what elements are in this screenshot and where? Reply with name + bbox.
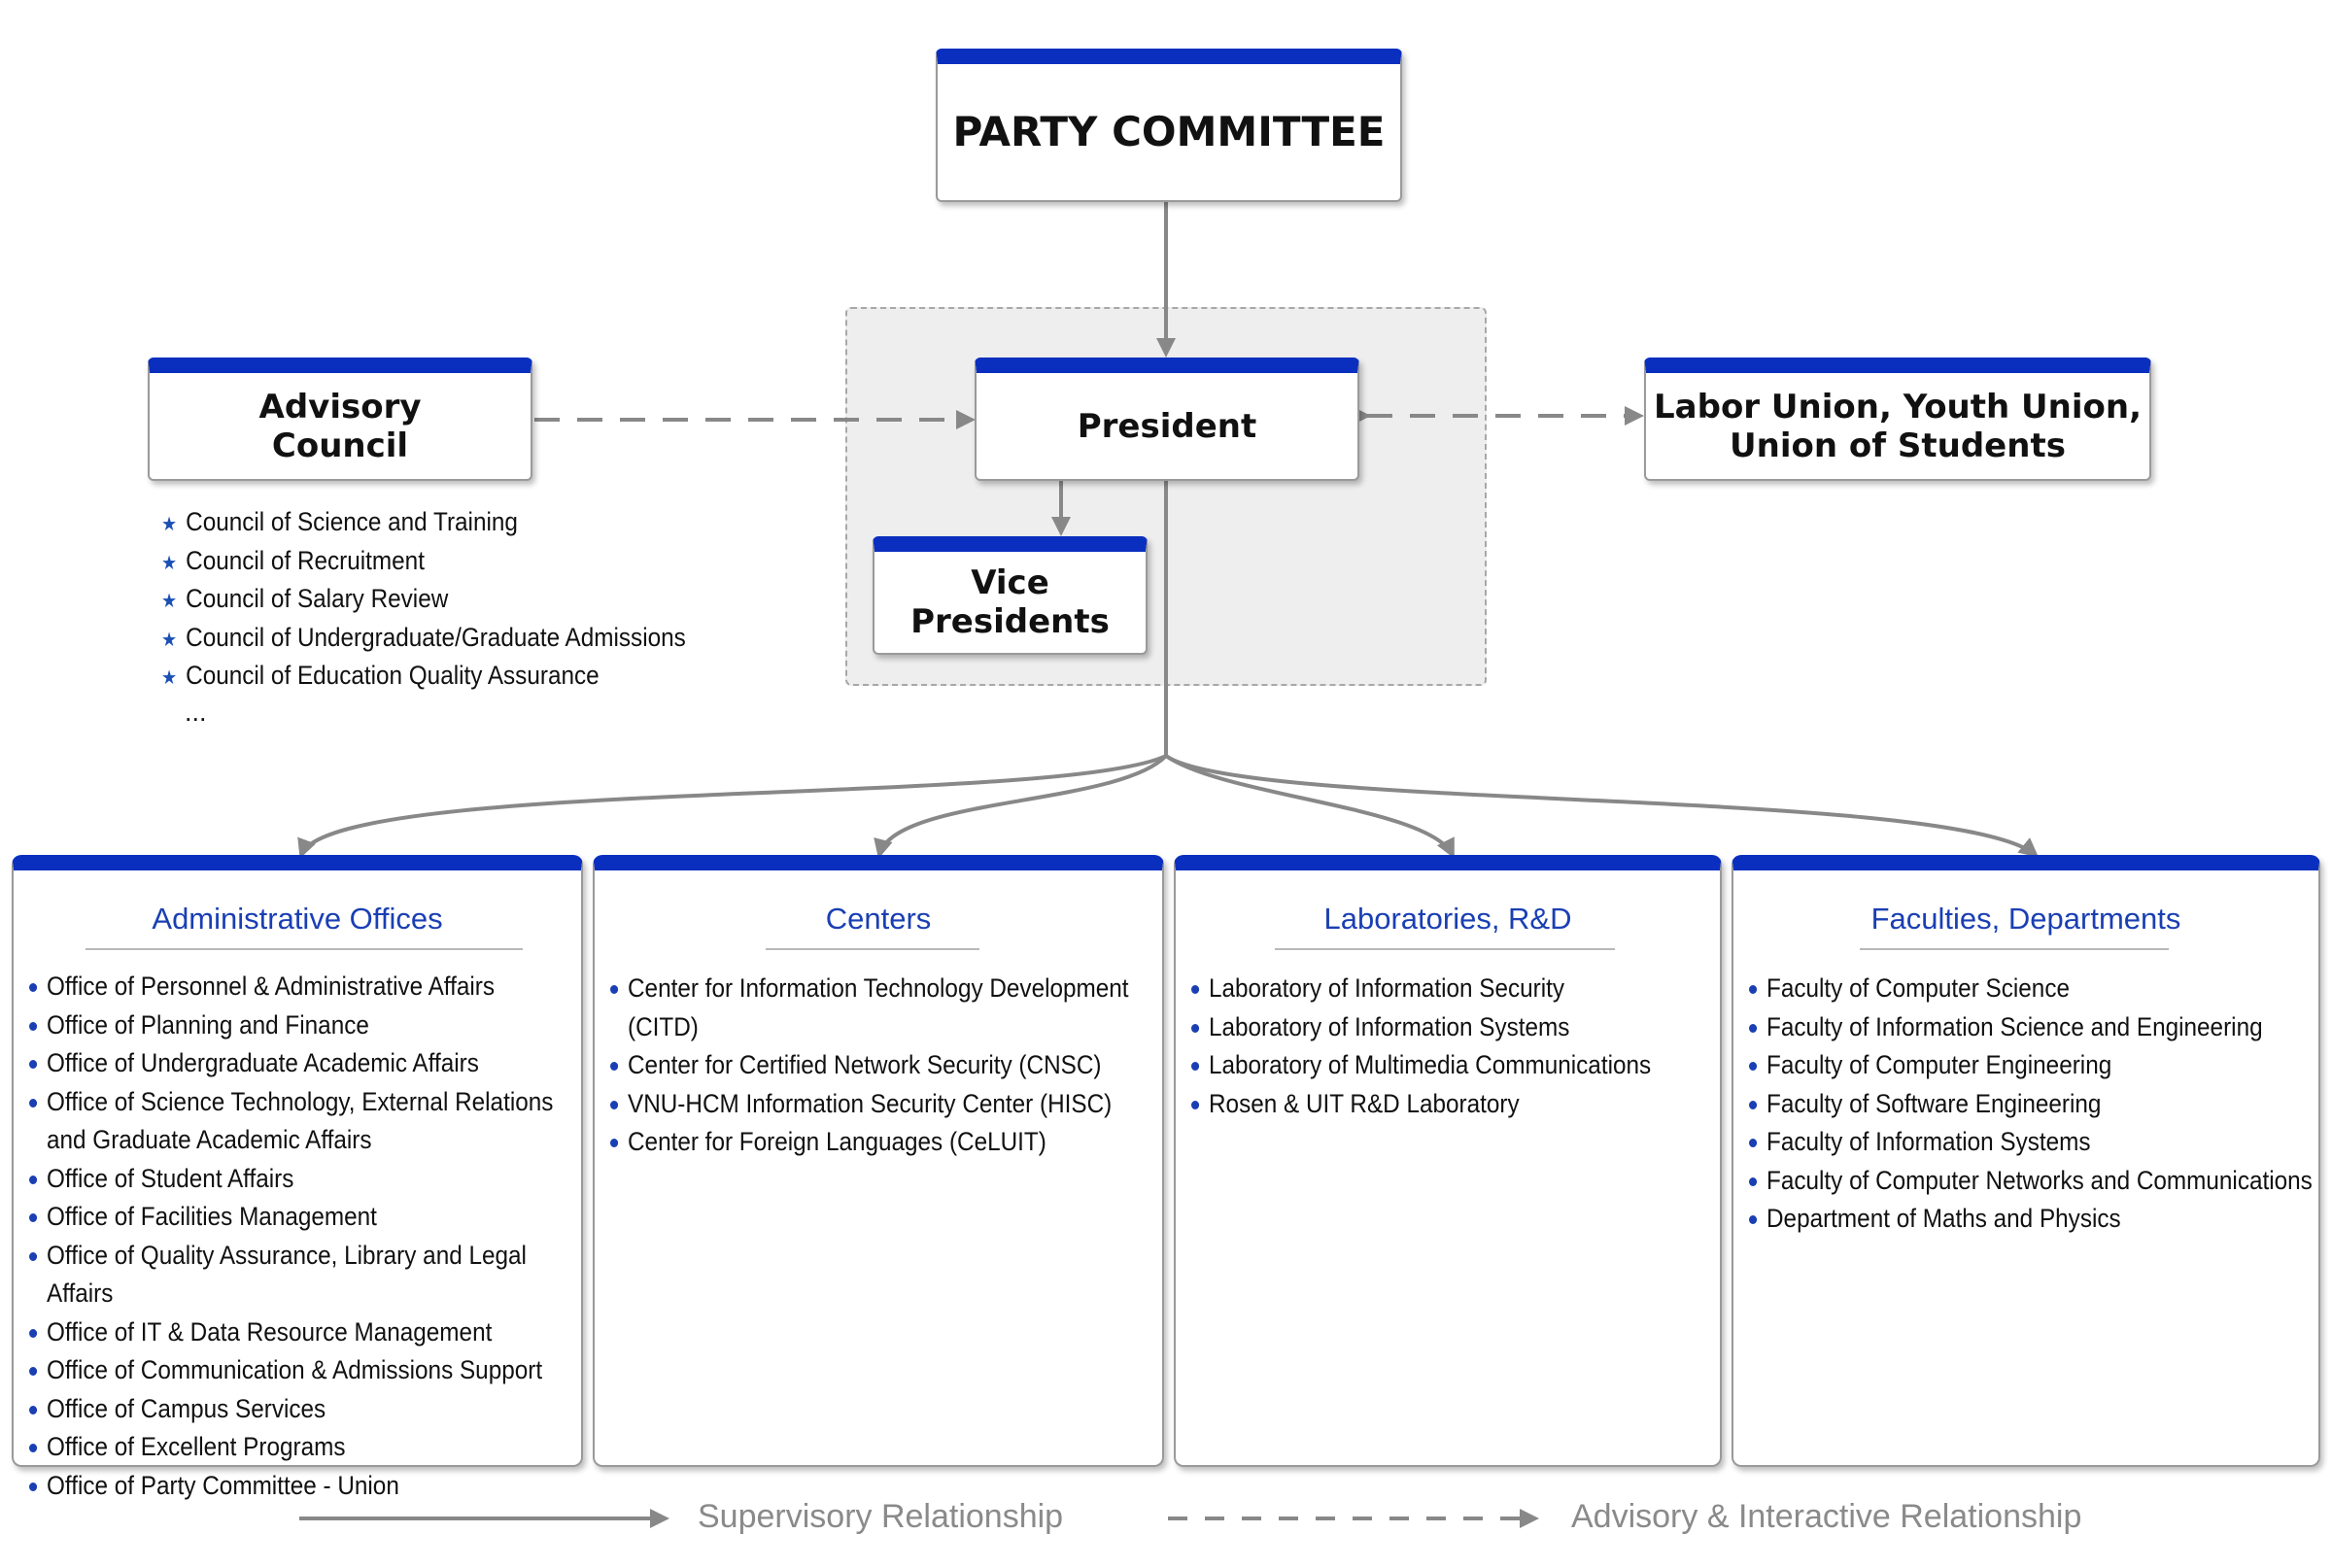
- panel-administrative-offices: Administrative Offices Office of Personn…: [12, 855, 583, 1500]
- list-item: VNU-HCM Information Security Center (HIS…: [610, 1085, 1156, 1124]
- panel-centers: Centers Center for Information Technolog…: [593, 855, 1164, 1467]
- advisory-council-list: ★Council of Science and Training ★Counci…: [161, 503, 744, 696]
- panel-list: Laboratory of Information Security Labor…: [1191, 970, 1712, 1123]
- list-item: Office of Quality Assurance, Library and…: [29, 1237, 575, 1313]
- legend-advisory-label: Advisory & Interactive Relationship: [1571, 1498, 2082, 1535]
- star-icon: ★: [161, 591, 178, 612]
- list-item: Department of Maths and Physics: [1749, 1200, 2313, 1239]
- trunk-to-faculties-connector: [1164, 754, 2040, 858]
- advisory-council-title: Advisory Council: [258, 387, 422, 465]
- unions-title: Labor Union, Youth Union, Union of Stude…: [1654, 387, 2142, 465]
- list-item: Faculty of Computer Networks and Communi…: [1749, 1162, 2313, 1201]
- list-item: Laboratory of Multimedia Communications: [1191, 1046, 1715, 1085]
- panel-divider: [1275, 948, 1615, 950]
- vice-presidents-title: Vice Presidents: [910, 563, 1110, 641]
- panel-title: Faculties, Departments: [1870, 902, 2181, 936]
- star-icon: ★: [161, 667, 178, 689]
- list-item: Laboratory of Information Systems: [1191, 1008, 1715, 1047]
- unions-box: Labor Union, Youth Union, Union of Stude…: [1644, 358, 2151, 481]
- list-item: Faculty of Information Systems: [1749, 1123, 2313, 1162]
- list-item: Laboratory of Information Security: [1191, 970, 1715, 1008]
- president-title: President: [1077, 406, 1257, 446]
- panel-title: Administrative Offices: [152, 902, 443, 936]
- list-item: Center for Foreign Languages (CeLUIT): [610, 1123, 1156, 1162]
- list-item: Faculty of Computer Science: [1749, 970, 2313, 1008]
- panel-list: Faculty of Computer Science Faculty of I…: [1749, 970, 2313, 1239]
- panel-title: Centers: [825, 902, 932, 936]
- panel-divider: [1860, 948, 2169, 950]
- list-item: Office of IT & Data Resource Management: [29, 1313, 575, 1352]
- trunk-to-centers-connector: [874, 754, 1168, 859]
- list-item: Center for Certified Network Security (C…: [610, 1046, 1156, 1085]
- panel-laboratories: Laboratories, R&D Laboratory of Informat…: [1174, 855, 1722, 1467]
- list-item: Office of Student Affairs: [29, 1160, 575, 1199]
- star-icon: ★: [161, 629, 178, 651]
- list-item: Faculty of Information Science and Engin…: [1749, 1008, 2313, 1047]
- list-item: Office of Personnel & Administrative Aff…: [29, 968, 575, 1006]
- list-item: Rosen & UIT R&D Laboratory: [1191, 1085, 1715, 1124]
- party-committee-box: PARTY COMMITTEE: [936, 49, 1402, 202]
- list-item: Office of Communication & Admissions Sup…: [29, 1351, 575, 1390]
- panel-faculties: Faculties, Departments Faculty of Comput…: [1732, 855, 2320, 1467]
- advisory-council-box: Advisory Council: [148, 358, 532, 481]
- list-item: Office of Science Technology, External R…: [29, 1083, 575, 1160]
- panel-list: Office of Personnel & Administrative Aff…: [29, 968, 573, 1505]
- panel-title: Laboratories, R&D: [1323, 902, 1572, 936]
- party-committee-title: PARTY COMMITTEE: [952, 108, 1386, 155]
- list-item: Faculty of Computer Engineering: [1749, 1046, 2313, 1085]
- list-item: ★Council of Recruitment: [161, 545, 425, 575]
- panel-divider: [86, 948, 523, 950]
- list-item: Office of Campus Services: [29, 1390, 575, 1429]
- list-item: ★Council of Undergraduate/Graduate Admis…: [161, 622, 686, 652]
- vice-presidents-box: Vice Presidents: [873, 536, 1148, 655]
- advisory-ellipsis: ...: [185, 698, 207, 727]
- list-item: ★Council of Science and Training: [161, 507, 518, 536]
- list-item: Faculty of Software Engineering: [1749, 1085, 2313, 1124]
- list-item: Office of Excellent Programs: [29, 1428, 575, 1467]
- list-item: Center for Information Technology Develo…: [610, 970, 1156, 1046]
- trunk-to-admin-connector: [297, 754, 1167, 859]
- panel-list: Center for Information Technology Develo…: [610, 970, 1154, 1162]
- trunk-to-labs-connector: [1164, 754, 1455, 859]
- star-icon: ★: [161, 552, 178, 574]
- star-icon: ★: [161, 514, 178, 535]
- list-item: ★Council of Education Quality Assurance: [161, 661, 600, 690]
- legend-supervisory-label: Supervisory Relationship: [698, 1498, 1064, 1535]
- list-item: Office of Undergraduate Academic Affairs: [29, 1044, 575, 1083]
- president-box: President: [975, 358, 1359, 481]
- list-item: Office of Planning and Finance: [29, 1006, 575, 1045]
- panel-divider: [766, 948, 979, 950]
- list-item: ★Council of Salary Review: [161, 584, 449, 613]
- list-item: Office of Facilities Management: [29, 1198, 575, 1237]
- list-item: Office of Party Committee - Union: [29, 1467, 575, 1506]
